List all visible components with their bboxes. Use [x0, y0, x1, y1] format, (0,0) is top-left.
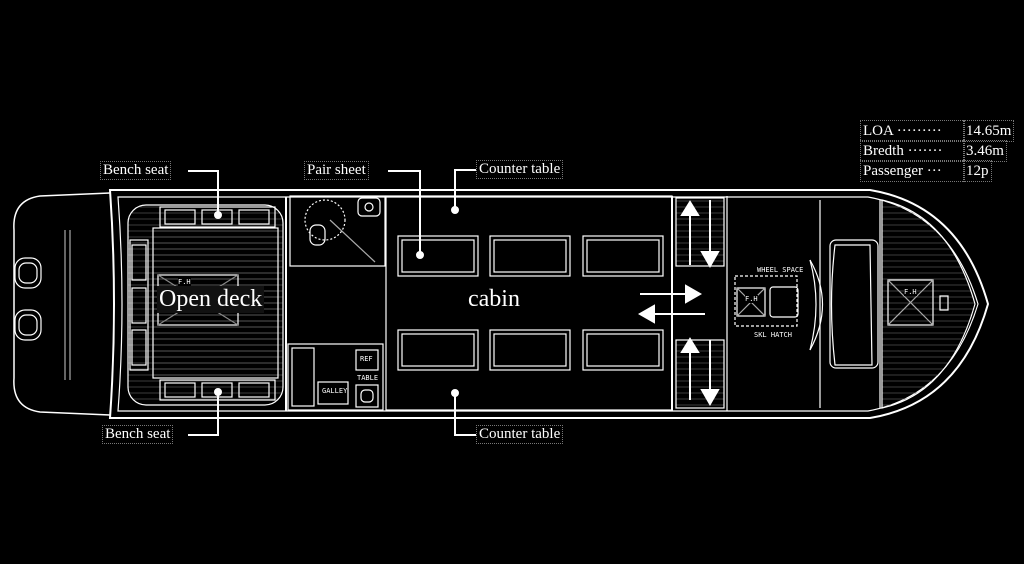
spec-key: Bredth ·······: [860, 140, 965, 162]
outboard-engine-icon: [14, 257, 42, 341]
cabin-label: cabin: [466, 286, 522, 313]
galley-label: GALLEY: [322, 387, 348, 395]
pair-sheet-label: Pair sheet: [304, 161, 369, 180]
galley: [287, 343, 384, 411]
spec-key: LOA ·········: [860, 120, 965, 142]
wheel-space-label: WHEEL SPACE: [757, 266, 804, 274]
spec-value: 12p: [963, 160, 992, 182]
spec-row-passenger: Passenger ···12p: [860, 160, 1013, 182]
counter-table-bottom-label: Counter table: [475, 425, 564, 444]
leader-lines: [188, 169, 476, 436]
skl-hatch-label: SKL HATCH: [754, 331, 792, 339]
hull-outline: [108, 189, 990, 419]
fh-label: F.H: [745, 295, 758, 303]
spec-row-breadth: Bredth ·······3.46m: [860, 140, 1013, 162]
fh-label-bow: F.H: [904, 288, 917, 296]
spec-value: 3.46m: [963, 140, 1007, 162]
stern-platform: [13, 192, 111, 416]
bench-seat-bottom-label: Bench seat: [101, 425, 174, 444]
flow-arrows: [637, 200, 720, 407]
table-label: TABLE: [357, 374, 379, 382]
ref-label: REF: [360, 355, 373, 363]
cabin-area: [385, 195, 673, 411]
spec-table: LOA ·········14.65m Bredth ·······3.46m …: [860, 120, 1015, 182]
spec-value: 14.65m: [962, 120, 1015, 142]
counter-table-top-label: Counter table: [475, 160, 564, 179]
bench-seat-top-label: Bench seat: [99, 161, 172, 180]
toilet-room: [289, 195, 386, 267]
open-deck-label: Open deck: [157, 286, 265, 313]
side-bench-seat: [129, 239, 149, 371]
spec-key: Passenger ···: [860, 160, 965, 182]
spec-row-loa: LOA ·········14.65m: [860, 120, 1015, 142]
counter-table-top-row: [397, 235, 664, 277]
fh-label-deck: F.H: [178, 278, 191, 286]
hatch-icon: [736, 287, 766, 317]
bow-deck: [881, 199, 976, 409]
counter-table-bottom-row: [397, 329, 664, 371]
